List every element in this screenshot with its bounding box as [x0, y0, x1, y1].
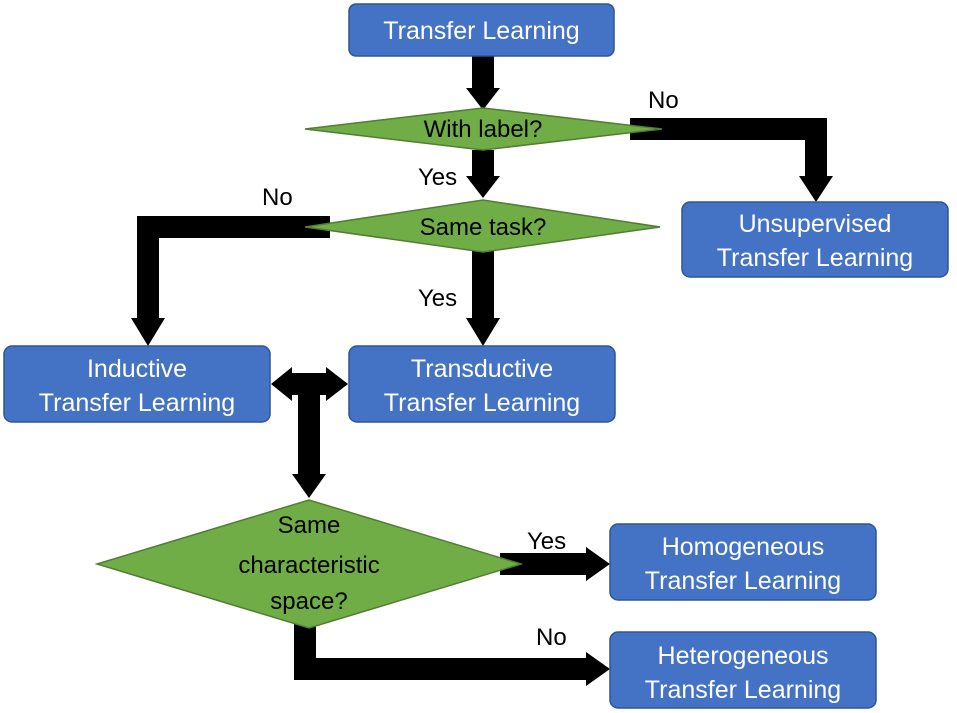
node-inductive-transfer-learning: Inductive Transfer Learning: [3, 345, 271, 423]
node-heterogeneous-line2: Transfer Learning: [645, 676, 841, 704]
decision-with-label: With label?: [304, 107, 663, 151]
arrow-with-label-no: [630, 118, 833, 202]
node-inductive-line1: Inductive: [87, 355, 187, 383]
node-homogeneous-line1: Homogeneous: [662, 533, 825, 561]
decision-same-task: Same task?: [304, 199, 661, 253]
decision-same-task-label: Same task?: [420, 214, 547, 241]
decision-with-label-label: With label?: [424, 116, 543, 143]
decision-same-characteristic-space: Same characteristic space?: [94, 499, 524, 629]
arrow-with-label-yes: [466, 150, 500, 198]
node-heterogeneous-transfer-learning: Heterogeneous Transfer Learning: [609, 631, 877, 709]
arrow-same-task-yes: [466, 245, 500, 346]
decision-same-space-line2: characteristic: [238, 552, 379, 579]
edge-label-with-label-no: No: [648, 87, 679, 114]
decision-same-space-line3: space?: [270, 588, 347, 615]
node-transductive-line1: Transductive: [411, 355, 553, 383]
arrow-same-space-no: [294, 618, 610, 686]
node-transfer-learning-label: Transfer Learning: [383, 17, 579, 45]
node-unsupervised-line1: Unsupervised: [739, 210, 892, 238]
node-transductive-transfer-learning: Transductive Transfer Learning: [348, 345, 616, 423]
node-transductive-line2: Transfer Learning: [384, 389, 580, 417]
node-homogeneous-transfer-learning: Homogeneous Transfer Learning: [609, 523, 877, 601]
node-unsupervised-transfer-learning: Unsupervised Transfer Learning: [681, 201, 949, 278]
arrow-inductive-transductive-bidirectional: [271, 367, 348, 498]
arrow-transfer-to-with-label: [466, 56, 500, 110]
edge-label-same-space-no: No: [536, 624, 567, 651]
decision-same-space-line1: Same: [278, 512, 341, 539]
edge-label-with-label-yes: Yes: [418, 164, 457, 191]
edge-label-same-task-no: No: [262, 184, 293, 211]
node-homogeneous-line2: Transfer Learning: [645, 567, 841, 595]
edge-label-same-task-yes: Yes: [418, 285, 457, 312]
edge-label-same-space-yes: Yes: [527, 528, 566, 555]
arrow-same-task-no: [131, 216, 330, 346]
node-heterogeneous-line1: Heterogeneous: [658, 642, 829, 670]
node-inductive-line2: Transfer Learning: [39, 389, 235, 417]
node-unsupervised-line2: Transfer Learning: [717, 244, 913, 272]
node-transfer-learning: Transfer Learning: [348, 3, 615, 57]
